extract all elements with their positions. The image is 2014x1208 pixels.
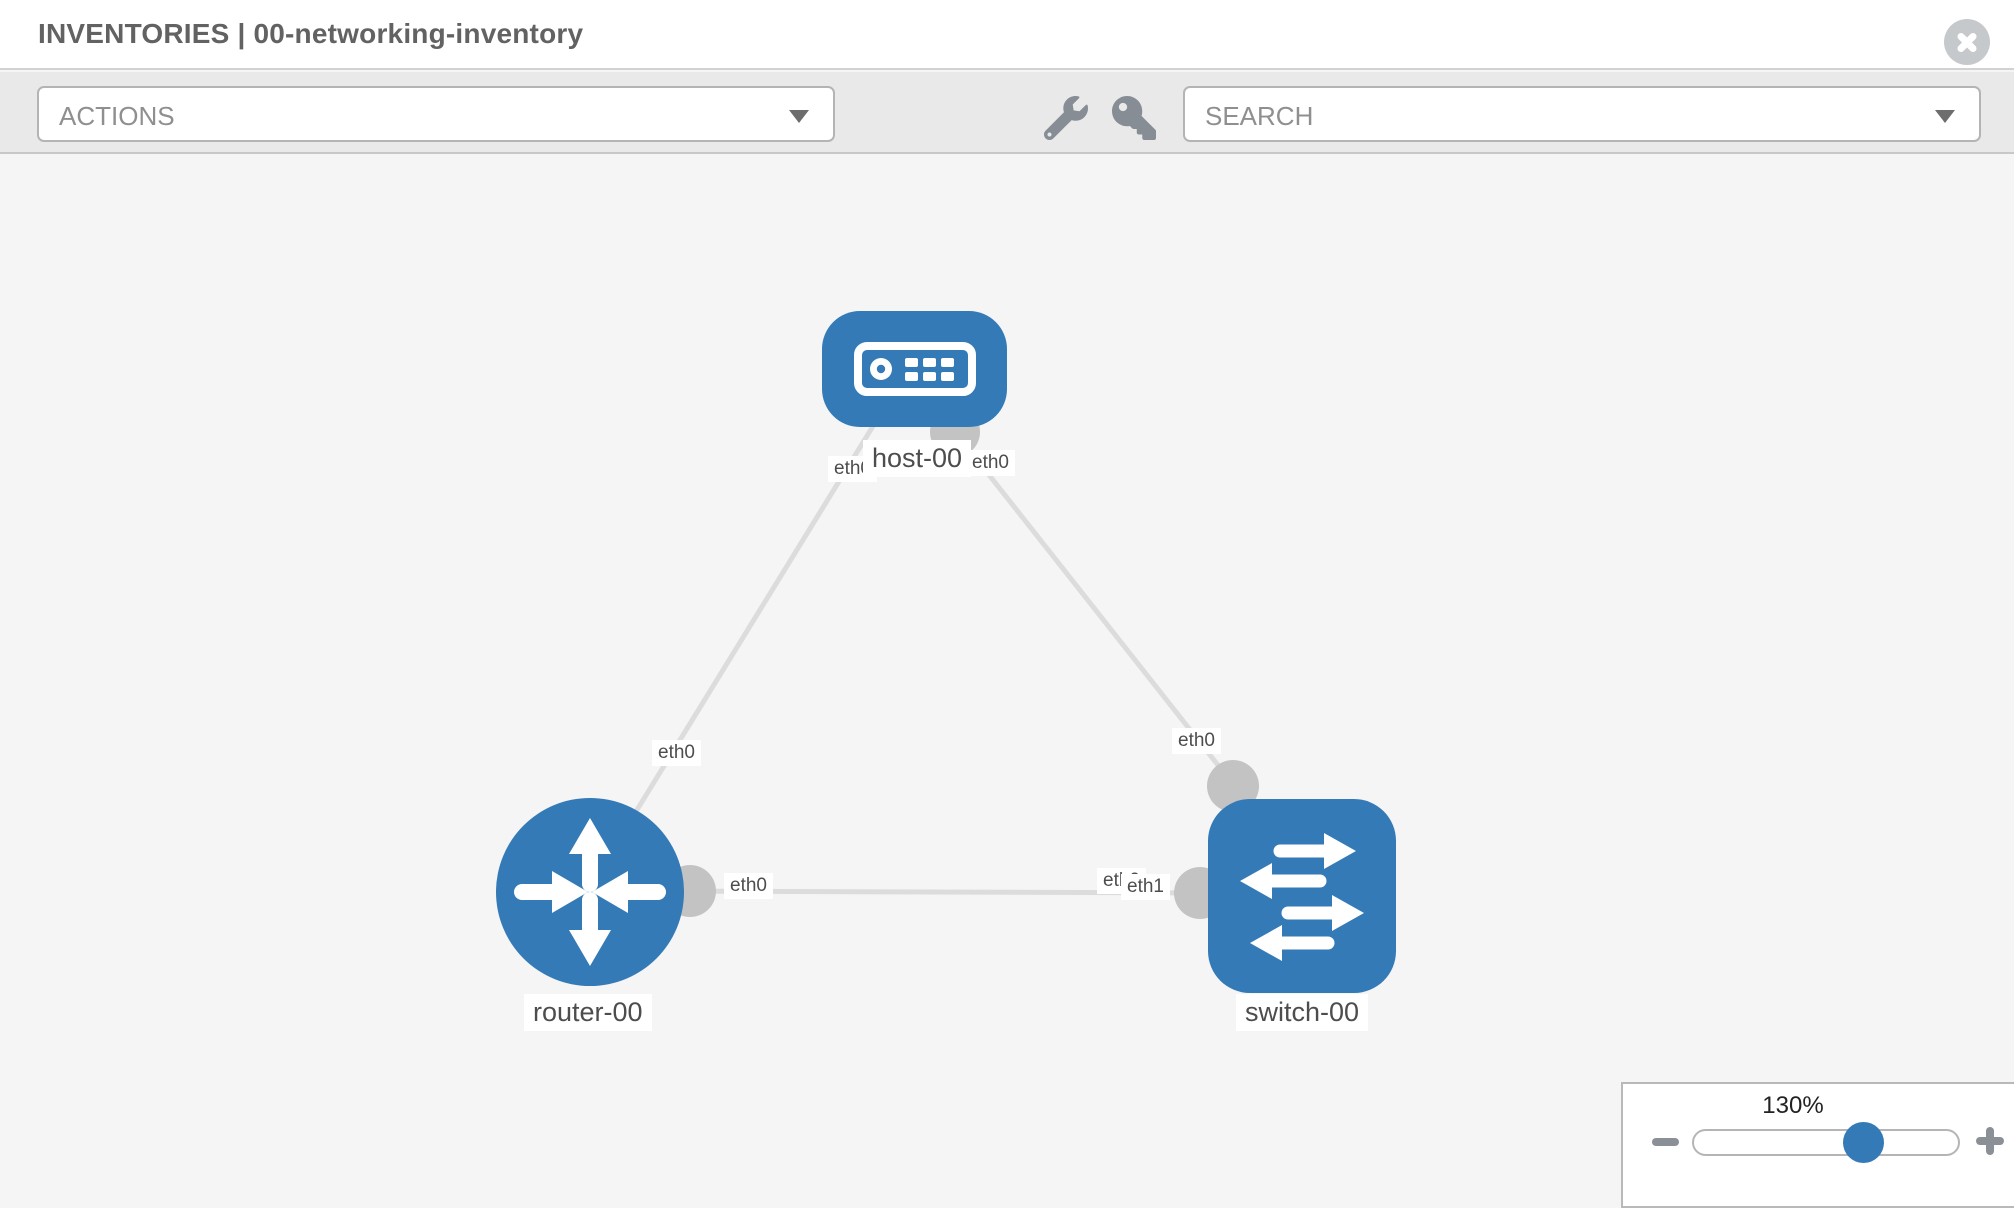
- interface-label: eth1: [1121, 874, 1170, 900]
- host-icon: [854, 342, 976, 396]
- zoom-panel: 130%: [1621, 1082, 2014, 1208]
- node-router[interactable]: [496, 798, 684, 986]
- close-icon: [1944, 19, 1990, 65]
- node-switch[interactable]: [1208, 799, 1396, 993]
- topology-canvas[interactable]: eth0 eth0 eth0 eth0 eth0 eth0 eth1 host-…: [0, 156, 2014, 1200]
- wrench-icon: [1043, 96, 1088, 141]
- zoom-level: 130%: [1762, 1092, 1824, 1119]
- zoom-out-icon[interactable]: [1652, 1138, 1679, 1146]
- interface-label: eth0: [652, 740, 701, 766]
- key-icon: [1112, 96, 1156, 140]
- node-label-switch: switch-00: [1236, 994, 1369, 1031]
- search-placeholder: SEARCH: [1205, 101, 1314, 131]
- header-bar: INVENTORIES | 00-networking-inventory: [0, 0, 2014, 70]
- interface-label: eth0: [966, 450, 1015, 476]
- topology-svg: [629, 407, 1259, 919]
- chevron-down-icon: [1935, 110, 1955, 123]
- page-title: INVENTORIES | 00-networking-inventory: [38, 18, 584, 49]
- chevron-down-icon: [789, 110, 809, 123]
- interface-label: eth0: [1172, 728, 1221, 754]
- node-label-host: host-00: [863, 440, 972, 477]
- zoom-slider-thumb[interactable]: [1842, 1122, 1884, 1163]
- zoom-slider[interactable]: [1692, 1122, 1960, 1163]
- toolbar: ACTIONS SEARCH: [0, 72, 2014, 154]
- zoom-in-icon[interactable]: [1974, 1125, 2006, 1157]
- switch-icon: [1240, 833, 1364, 961]
- wrench-button[interactable]: [1043, 96, 1088, 141]
- actions-dropdown[interactable]: ACTIONS: [37, 86, 835, 142]
- actions-placeholder: ACTIONS: [59, 101, 175, 131]
- close-button[interactable]: [1944, 19, 1990, 65]
- router-icon: [514, 818, 666, 966]
- key-button[interactable]: [1112, 96, 1156, 140]
- interface-label: eth0: [724, 873, 773, 899]
- search-dropdown[interactable]: SEARCH: [1183, 86, 1981, 142]
- node-host[interactable]: [822, 311, 1007, 427]
- node-label-router: router-00: [524, 994, 652, 1031]
